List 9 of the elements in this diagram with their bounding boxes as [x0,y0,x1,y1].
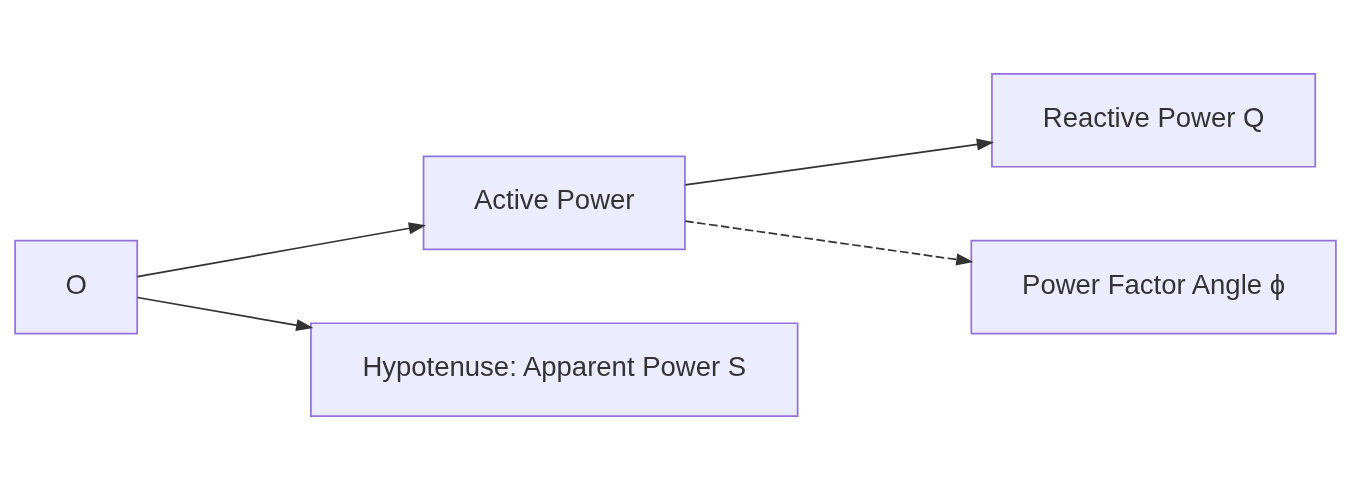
node-box: Active Power [422,155,686,251]
node-box: Reactive Power Q [991,73,1317,168]
arrow [136,222,426,278]
arrow [684,220,974,266]
arrow [684,138,995,186]
node-box: Power Factor Angle ϕ [970,239,1337,335]
node-box: Hypotenuse: Apparent Power S [310,322,799,417]
arrow [136,296,314,332]
node-box: O [14,239,139,335]
